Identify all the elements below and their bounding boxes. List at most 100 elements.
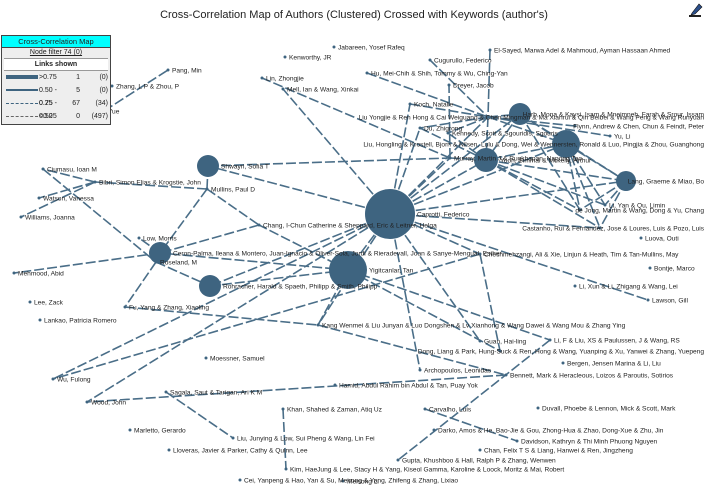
graph-node[interactable] (478, 252, 482, 256)
graph-node[interactable] (123, 305, 127, 309)
graph-node[interactable] (166, 68, 170, 72)
node-label[interactable]: Liu Yongjie & Ren Hong & Cai Weiguang & … (359, 115, 705, 122)
node-label[interactable]: Lloveras, Javier & Parker, Cathy & Quinn… (173, 448, 308, 455)
graph-node[interactable] (93, 180, 97, 184)
node-label[interactable]: Yue (108, 109, 120, 116)
graph-node[interactable] (488, 48, 492, 52)
node-label[interactable]: Castanho, Rui & Fernandez, Jose & Loures… (522, 226, 704, 233)
graph-node[interactable] (332, 45, 336, 49)
graph-node[interactable] (428, 58, 432, 62)
graph-node[interactable] (418, 368, 422, 372)
graph-node[interactable] (573, 124, 577, 128)
node-label[interactable]: Bontje, Marco (654, 266, 695, 273)
node-label[interactable]: Roseland, M (160, 260, 197, 267)
node-label[interactable]: Mell, Ian & Wang, Xinkai (287, 87, 359, 94)
graph-node[interactable] (478, 448, 482, 452)
graph-node[interactable] (603, 203, 607, 207)
graph-node[interactable] (365, 189, 415, 239)
graph-node[interactable] (333, 383, 337, 387)
node-label[interactable]: Harb, Mona & Kaysi, Isam & Mneimneh, Far… (523, 112, 705, 119)
node-label[interactable]: Mehmood, Abid (18, 271, 64, 278)
graph-node[interactable] (167, 448, 171, 452)
node-label[interactable]: Lang, Graeme & Miao, Bo (628, 179, 705, 186)
graph-node[interactable] (448, 156, 452, 160)
node-label[interactable]: Yu, Li (614, 134, 631, 141)
graph-node[interactable] (341, 479, 345, 483)
graph-node[interactable] (149, 242, 171, 264)
node-label[interactable]: Murray, Martin J & Rugkhapan, Napong Tao (454, 156, 582, 163)
node-label[interactable]: Zhang, L P & Zhou, P (116, 84, 180, 91)
graph-node[interactable] (12, 271, 16, 275)
node-label[interactable]: Cugurullo, Federico (434, 58, 492, 65)
node-label[interactable]: Moessner, Samuel (210, 356, 265, 363)
graph-node[interactable] (110, 84, 114, 88)
graph-node[interactable] (474, 148, 498, 172)
graph-node[interactable] (447, 83, 451, 87)
graph-node[interactable] (536, 406, 540, 410)
node-label[interactable]: Hamid, Abdul Rahim bin Abdul & Tan, Puay… (339, 383, 479, 390)
graph-node[interactable] (51, 377, 55, 381)
graph-node[interactable] (28, 300, 32, 304)
graph-node[interactable] (578, 208, 582, 212)
node-label[interactable]: Rohracher, Harald & Spaeth, Philipp & Sm… (223, 284, 378, 291)
graph-node[interactable] (561, 361, 565, 365)
graph-node[interactable] (205, 187, 209, 191)
node-label[interactable]: Luova, Outi (645, 236, 679, 243)
node-label[interactable]: Caprotti, Federico (417, 212, 470, 219)
graph-node[interactable] (154, 260, 158, 264)
graph-node[interactable] (137, 236, 141, 240)
graph-node[interactable] (37, 196, 41, 200)
node-label[interactable]: Khan, Shahed & Zaman, Atiq Uz (287, 407, 382, 414)
node-label[interactable]: Lankao, Patricia Romero (44, 318, 117, 325)
node-label[interactable]: Kang Wenmei & Liu Junyan & Luo Dongshen … (322, 323, 626, 330)
graph-node[interactable] (515, 439, 519, 443)
node-label[interactable]: Cei, Yanpeng & Hao, Yan & Su, Meirong & … (244, 478, 458, 485)
graph-node[interactable] (38, 318, 42, 322)
node-label[interactable]: Flynn, Andrew & Chen, Chun & Feindt, Pet… (573, 124, 705, 131)
graph-node[interactable] (283, 55, 287, 59)
node-label[interactable]: Kennedy, Scott & Sgouridis, Sgouris (452, 131, 559, 138)
graph-node[interactable] (85, 400, 89, 404)
graph-node[interactable] (598, 226, 602, 230)
node-label[interactable]: Li, F & Liu, XS & Paulussen, J & Wang, R… (554, 338, 680, 345)
graph-node[interactable] (639, 236, 643, 240)
node-label[interactable]: Lin, Zhongjie (266, 76, 304, 83)
node-label[interactable]: El-Sayed, Marwa Adel & Mahmoud, Ayman Ha… (494, 48, 671, 55)
graph-node[interactable] (19, 215, 23, 219)
graph-node[interactable] (329, 251, 367, 289)
node-label[interactable]: Jabareen, Yosef Rafeq (338, 45, 405, 52)
node-label[interactable]: Archopoulos, Leonidas (424, 368, 492, 375)
node-label[interactable]: Meisong Li (347, 479, 379, 486)
node-label[interactable]: Fu, Yang & Zhang, Xiaoling (129, 305, 209, 312)
node-label[interactable]: Gupta, Khushboo & Hall, Ralph P & Zhang,… (402, 458, 556, 465)
node-label[interactable]: Wu, Fulong (57, 377, 91, 384)
graph-node[interactable] (509, 103, 531, 125)
node-label[interactable]: Liu, Junying & Low, Sui Pheng & Wang, Li… (237, 436, 375, 443)
node-label[interactable]: Duvall, Phoebe & Lennon, Mick & Scott, M… (542, 406, 676, 413)
node-label[interactable]: Liu, Hongling & Krostell, Bjorn & Nilsen… (363, 142, 704, 149)
node-label[interactable]: de Jong, Martin & Wang, Dong & Yu, Chang (575, 208, 704, 215)
node-label[interactable]: Low, Morris (143, 236, 177, 243)
graph-node[interactable] (396, 458, 400, 462)
node-label[interactable]: Yoon, Simmal & Mckelly, Arthur (500, 158, 592, 165)
graph-node[interactable] (365, 71, 369, 75)
node-label[interactable]: Wood, John (91, 400, 126, 407)
graph-node[interactable] (284, 467, 288, 471)
graph-node[interactable] (199, 275, 221, 297)
node-label[interactable]: Yigitcanlar, Tan (369, 268, 414, 275)
node-label[interactable]: Shwayri, Sofia T (221, 164, 269, 171)
pencil-icon[interactable] (688, 2, 704, 18)
node-label[interactable]: Ciumasu, Ioan M (47, 167, 97, 174)
node-label[interactable]: Kim, HaeJung & Lee, Stacy H & Yang, Kise… (290, 467, 564, 474)
node-label[interactable]: Marletto, Gerardo (134, 428, 186, 435)
node-label[interactable]: Bennett, Mark & Heracleous, Loizos & Par… (510, 373, 674, 380)
graph-node[interactable] (281, 87, 285, 91)
node-label[interactable]: Kenworthy, JR (289, 55, 332, 62)
node-label[interactable]: Guan, Hai-ling (484, 339, 526, 346)
node-label[interactable]: Pang, Min (172, 68, 202, 75)
graph-node[interactable] (504, 373, 508, 377)
node-label[interactable]: Lawson, Gill (652, 298, 688, 305)
node-label[interactable]: Li, Yan & Qu, Limin (609, 203, 666, 210)
graph-node[interactable] (478, 339, 482, 343)
graph-node[interactable] (164, 390, 168, 394)
